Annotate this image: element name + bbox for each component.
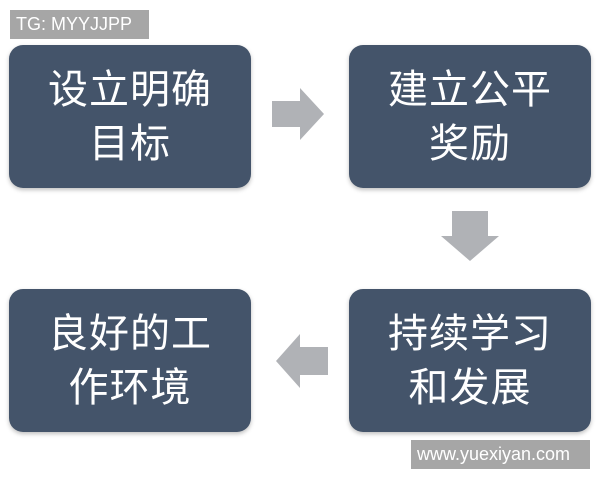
- arrow-right-icon: [272, 88, 324, 140]
- step-box-continuous-learning: 持续学习 和发展: [349, 289, 591, 432]
- watermark-top-left: TG: MYYJJPP: [10, 10, 149, 39]
- step-text-line2: 和发展: [408, 364, 532, 411]
- step-text-line2: 作环境: [68, 364, 192, 411]
- step-text-line2: 奖励: [429, 120, 511, 167]
- step-box-set-goals: 设立明确 目标: [9, 45, 251, 188]
- arrow-down-icon: [441, 211, 499, 261]
- step-text-line2: 目标: [89, 120, 171, 167]
- step-box-fair-rewards: 建立公平 奖励: [349, 45, 591, 188]
- watermark-bottom-right: www.yuexiyan.com: [411, 440, 590, 469]
- step-text-line1: 设立明确: [48, 66, 212, 113]
- step-text-line1: 良好的工: [48, 310, 212, 357]
- step-box-good-work-environment: 良好的工 作环境: [9, 289, 251, 432]
- arrow-left-icon: [276, 334, 328, 388]
- step-text-line1: 持续学习: [388, 310, 552, 357]
- step-text-line1: 建立公平: [388, 66, 552, 113]
